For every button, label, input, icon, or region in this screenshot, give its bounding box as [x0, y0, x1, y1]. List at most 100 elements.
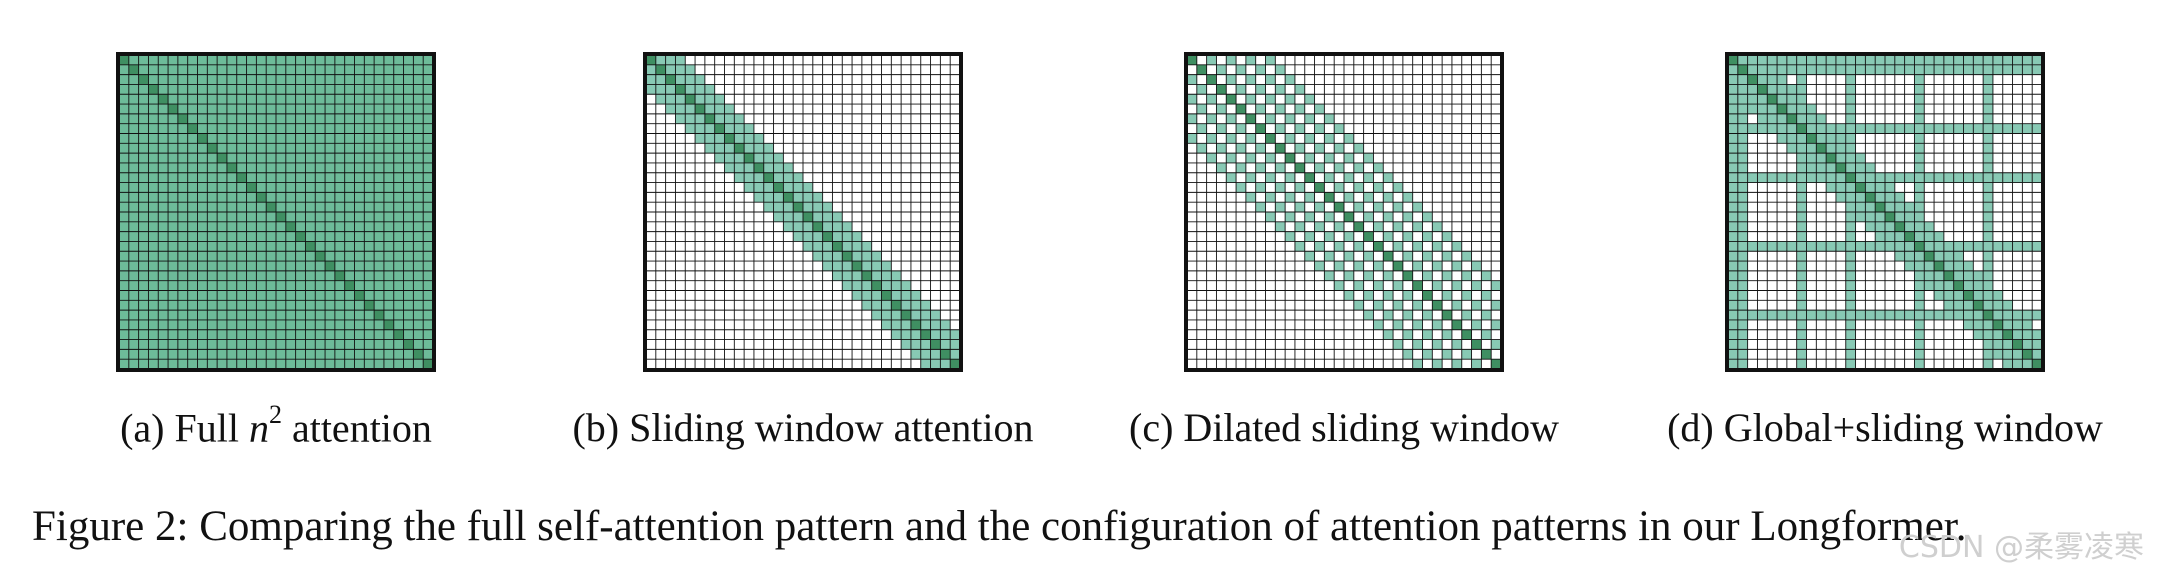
attention-cell [1777, 113, 1787, 124]
attention-cell [364, 270, 375, 281]
attention-cell [128, 241, 139, 252]
attention-cell [305, 310, 316, 320]
attention-cell [1894, 212, 1905, 222]
attention-cell [901, 300, 911, 311]
attention-cell [704, 104, 715, 114]
attention-cell [325, 133, 335, 144]
attention-cell [1255, 123, 1266, 134]
attention-cell [2012, 329, 2023, 340]
attention-cell [403, 153, 414, 163]
attention-cell [119, 221, 129, 232]
attention-cell [1275, 123, 1286, 134]
attention-cell [1363, 231, 1374, 242]
attention-cell [344, 113, 355, 124]
attention-cell [891, 300, 902, 311]
attention-cell [217, 84, 227, 95]
attention-cell [177, 192, 188, 203]
attention-cell [364, 349, 375, 360]
attention-cell [1728, 319, 1738, 330]
attention-cell [403, 280, 414, 291]
attention-cell [901, 310, 911, 320]
attention-cell [881, 280, 892, 291]
attention-cell [1265, 74, 1276, 85]
attention-cell [773, 172, 784, 183]
attention-cell [374, 153, 384, 163]
attention-cell [1796, 319, 1807, 330]
attention-cell [354, 221, 365, 232]
attention-cell [1845, 241, 1856, 252]
attention-cell [1294, 84, 1305, 95]
attention-cell [187, 143, 198, 154]
attention-cell [1963, 241, 1974, 252]
attention-cell [246, 270, 257, 281]
attention-cell [891, 280, 902, 291]
attention-cell [1983, 231, 1993, 242]
attention-cell [236, 113, 247, 124]
attention-cell [344, 94, 355, 105]
attention-cell [1285, 231, 1295, 242]
attention-cell [714, 143, 725, 154]
attention-cell [812, 192, 823, 203]
attention-cell [217, 280, 227, 291]
attention-cell [128, 329, 139, 340]
attention-cell [1728, 172, 1738, 183]
attention-cell [950, 349, 961, 360]
attention-cell [1226, 113, 1237, 124]
attention-cell [374, 349, 384, 360]
attention-cell [1885, 64, 1895, 75]
attention-cell [1796, 133, 1807, 144]
attention-cell [1983, 172, 1993, 183]
attention-cell [226, 212, 237, 222]
attention-cell [256, 162, 267, 173]
attention-cell [256, 192, 267, 203]
attention-cell [822, 221, 833, 232]
attention-cell [1728, 94, 1738, 105]
attention-cell [1953, 280, 1964, 291]
attention-cell [256, 270, 267, 281]
attention-cell [295, 359, 306, 370]
subcaption-a: (a) Full n2 attention [120, 400, 432, 451]
attention-cell [295, 104, 306, 114]
attention-cell [1196, 104, 1207, 114]
attention-cell [334, 231, 345, 242]
attention-cell [285, 359, 296, 370]
attention-cell [246, 212, 257, 222]
attention-cell [1816, 143, 1827, 154]
attention-cell [1334, 280, 1345, 291]
attention-cell [256, 182, 267, 193]
attention-cell [226, 153, 237, 163]
attention-cell [1796, 290, 1807, 301]
attention-cell [168, 349, 178, 360]
attention-cell [1728, 212, 1738, 222]
attention-cell [138, 94, 149, 105]
attention-cell [1344, 231, 1354, 242]
attention-cell [236, 339, 247, 350]
attention-cell [325, 182, 335, 193]
attention-cell [1363, 192, 1374, 203]
attention-cell [177, 359, 188, 370]
attention-cell [128, 55, 139, 65]
attention-cell [334, 270, 345, 281]
attention-cell [861, 290, 872, 301]
attention-cell [1796, 94, 1807, 105]
attention-cell [1383, 231, 1394, 242]
attention-cell [1402, 290, 1413, 301]
attention-cell [138, 349, 149, 360]
attention-cell [334, 55, 345, 65]
attention-cell [1747, 84, 1758, 95]
attention-cell [812, 212, 823, 222]
attention-cell [197, 162, 208, 173]
attention-cell [413, 329, 424, 340]
attention-cell [187, 251, 198, 262]
attention-cell [1206, 153, 1217, 163]
attention-cell [1737, 329, 1748, 340]
attention-cell [177, 64, 188, 75]
attention-cell [383, 251, 394, 262]
attention-cell [832, 231, 843, 242]
attention-cell [217, 104, 227, 114]
attention-cell [266, 212, 277, 222]
attention-cell [403, 172, 414, 183]
attention-cell [1796, 153, 1807, 163]
attention-cell [1461, 290, 1472, 301]
attention-cell [1206, 55, 1217, 65]
